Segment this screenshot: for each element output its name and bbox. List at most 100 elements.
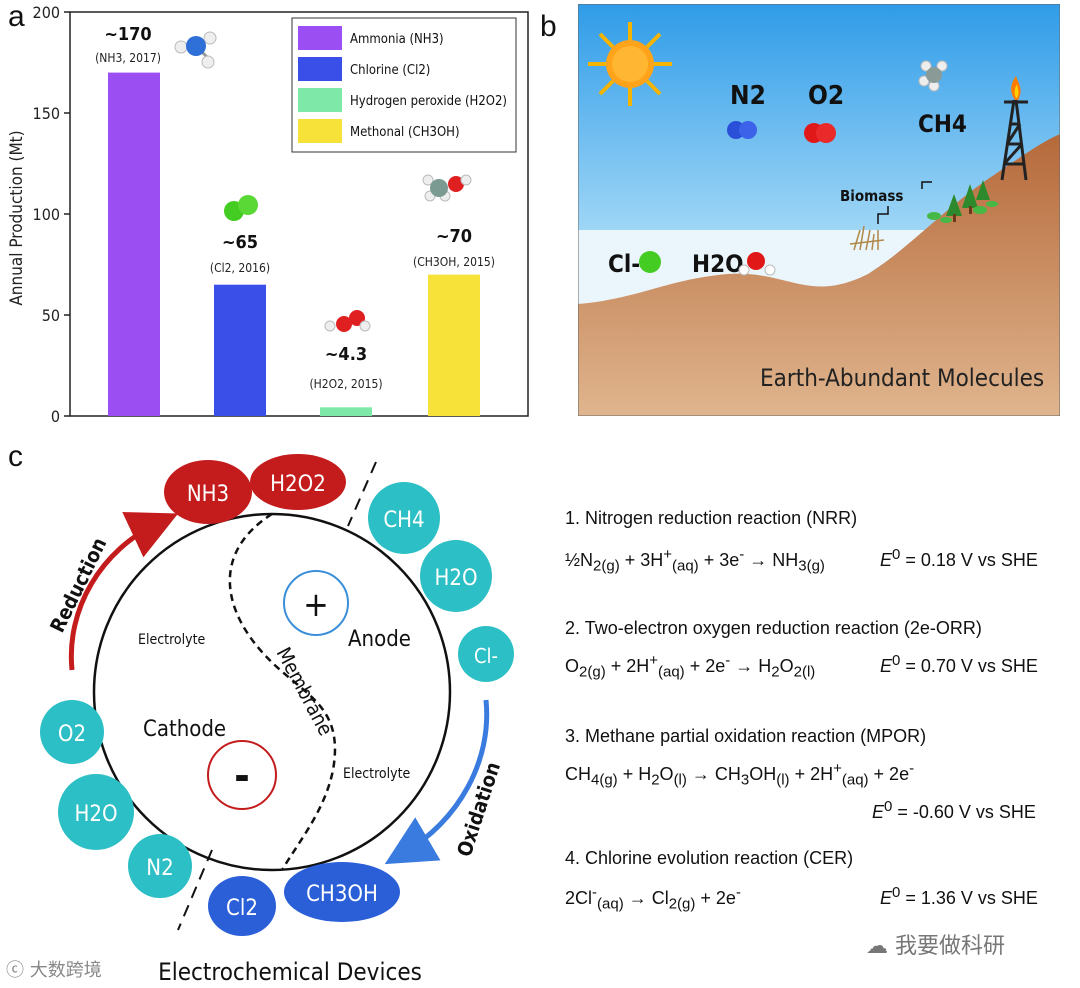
oxidation-arrow <box>384 699 490 865</box>
chart-legend: Ammonia (NH3)Chlorine (Cl2)Hydrogen pero… <box>291 17 517 153</box>
y-axis-label: Annual Production (Mt) <box>7 130 27 305</box>
bar-2 <box>320 407 372 416</box>
reaction-3-equation: CH4(g) + H2O(l) → CH3OH(l) + 2H+(aq) + 2… <box>565 760 915 789</box>
y-tick-label: 50 <box>42 306 60 325</box>
n2-reactant-label: N2 <box>146 856 173 881</box>
biomass-label: Biomass <box>840 187 903 205</box>
cl2-product-bubble <box>208 876 276 936</box>
n2-reactant-bubble <box>128 834 192 898</box>
reduction-arrow <box>68 512 179 671</box>
ch4-reactant-label: CH4 <box>383 508 424 533</box>
nh3-product-bubble <box>164 460 252 524</box>
anode-label: Anode <box>348 627 411 652</box>
reaction-4-title: 4. Chlorine evolution reaction (CER) <box>565 848 854 868</box>
legend-swatch <box>298 119 342 143</box>
biomass-arrows <box>877 181 932 224</box>
nh3-product-label: NH3 <box>187 482 229 507</box>
h2o-reactant-bubble-left <box>58 774 134 850</box>
ammonia-molecule-icon <box>174 31 217 69</box>
legend-swatch <box>298 88 342 112</box>
grass-icon <box>927 201 998 223</box>
legend-swatch <box>298 57 342 81</box>
y-tick-label: 100 <box>33 205 60 224</box>
bar-value-label: ~4.3 <box>325 344 367 365</box>
y-tick-label: 150 <box>33 104 60 123</box>
electrochemical-device-diagram: + - Anode Cathode Electrolyte Electrolyt… <box>40 454 514 986</box>
bar-value-label: ~70 <box>436 226 472 247</box>
flame-icon <box>1011 76 1021 100</box>
n2-label: N2 <box>730 81 766 111</box>
ch3oh-product-label: CH3OH <box>306 882 378 907</box>
h2o2-product-label: H2O2 <box>270 472 326 497</box>
bar-3 <box>428 274 480 416</box>
bar-source-label: (CH3OH, 2015) <box>413 255 495 269</box>
o2-reactant-bubble <box>40 700 104 764</box>
bar-source-label: (NH3, 2017) <box>95 51 161 65</box>
water-molecule-icon <box>738 252 776 276</box>
plus-sign: + <box>303 585 329 625</box>
chloride-molecule-icon <box>639 251 661 273</box>
o2-molecule-icon <box>804 123 836 143</box>
bar-source-label: (Cl2, 2016) <box>210 261 270 275</box>
panel-a-letter: a <box>8 0 25 33</box>
water-label: H2O <box>692 250 743 278</box>
watermark-left: ⓒ 大数跨境 <box>6 960 102 981</box>
cl-reactant-bubble <box>458 626 514 682</box>
reaction-1-equation: ½N2(g) + 3H+(aq) + 3e- → NH3(g) <box>565 546 825 575</box>
bar-source-label: (H2O2, 2015) <box>309 377 382 391</box>
reaction-4-equation: 2Cl-(aq) → Cl2(g) + 2e- <box>565 884 741 913</box>
y-tick-label: 0 <box>51 407 60 426</box>
legend-swatch <box>298 26 342 50</box>
h2o-reactant-label-left: H2O <box>74 802 117 827</box>
land-slope <box>578 134 1060 416</box>
oxidation-label: Oxidation <box>452 759 505 860</box>
wechat-icon: ☁ <box>866 934 888 959</box>
electrolyte-right-label: Electrolyte <box>343 766 411 782</box>
o2-label: O2 <box>808 81 844 111</box>
earth-molecules-illustration: N2 O2 CH4 Biomass Cl- <box>578 4 1060 416</box>
panel-b-letter: b <box>540 10 557 43</box>
anode-circle <box>283 570 349 636</box>
cl-reactant-label: Cl- <box>474 644 498 668</box>
minus-sign: - <box>234 751 250 800</box>
bar-0 <box>108 72 160 416</box>
cl2-product-label: Cl2 <box>226 896 258 921</box>
reaction-1-title: 1. Nitrogen reduction reaction (NRR) <box>565 508 858 528</box>
watermark-logo-icon: ⓒ <box>6 960 24 981</box>
reaction-3-title: 3. Methane partial oxidation reaction (M… <box>565 726 927 746</box>
oil-derrick-icon <box>1000 99 1028 181</box>
reaction-1-potential: E0 = 0.18 V vs SHE <box>880 546 1038 570</box>
h2o-reactant-bubble-right <box>420 540 492 612</box>
h2o-reactant-label-right: H2O <box>434 566 477 591</box>
watermark-right: ☁ 我要做科研 <box>866 934 1006 959</box>
o2-reactant-label: O2 <box>58 722 86 747</box>
sun-icon <box>588 22 672 106</box>
ch4-molecule-icon <box>918 60 948 92</box>
chloride-label: Cl- <box>608 250 640 278</box>
ch4-reactant-bubble <box>368 482 440 554</box>
bar-value-label: ~65 <box>222 232 258 253</box>
bar-value-label: ~170 <box>104 24 151 45</box>
ch3oh-product-bubble <box>284 862 400 922</box>
reaction-2-potential: E0 = 0.70 V vs SHE <box>880 652 1038 676</box>
hydrogen-peroxide-molecule-icon <box>324 310 371 332</box>
ch4-label: CH4 <box>918 110 967 138</box>
h2o2-product-bubble <box>250 454 346 510</box>
chlorine-molecule-icon <box>224 195 258 221</box>
legend-label: Chlorine (Cl2) <box>350 63 430 78</box>
reaction-4-potential: E0 = 1.36 V vs SHE <box>880 884 1038 908</box>
cell-circle <box>92 512 452 872</box>
panel-b-caption: Earth-Abundant Molecules <box>760 364 1044 392</box>
reaction-2-title: 2. Two-electron oxygen reduction reactio… <box>565 618 982 638</box>
dry-biomass-icon <box>849 225 885 251</box>
n2-molecule-icon <box>727 121 757 139</box>
reaction-2-equation: O2(g) + 2H+(aq) + 2e- → H2O2(l) <box>565 652 816 681</box>
panel-c-letter: c <box>8 440 23 473</box>
legend-label: Methonal (CH3OH) <box>350 125 460 140</box>
legend-label: Ammonia (NH3) <box>350 32 444 47</box>
devices-caption: Electrochemical Devices <box>158 958 422 986</box>
bar-1 <box>214 284 266 416</box>
membrane-curve <box>228 512 337 871</box>
trees-icon <box>946 180 990 222</box>
